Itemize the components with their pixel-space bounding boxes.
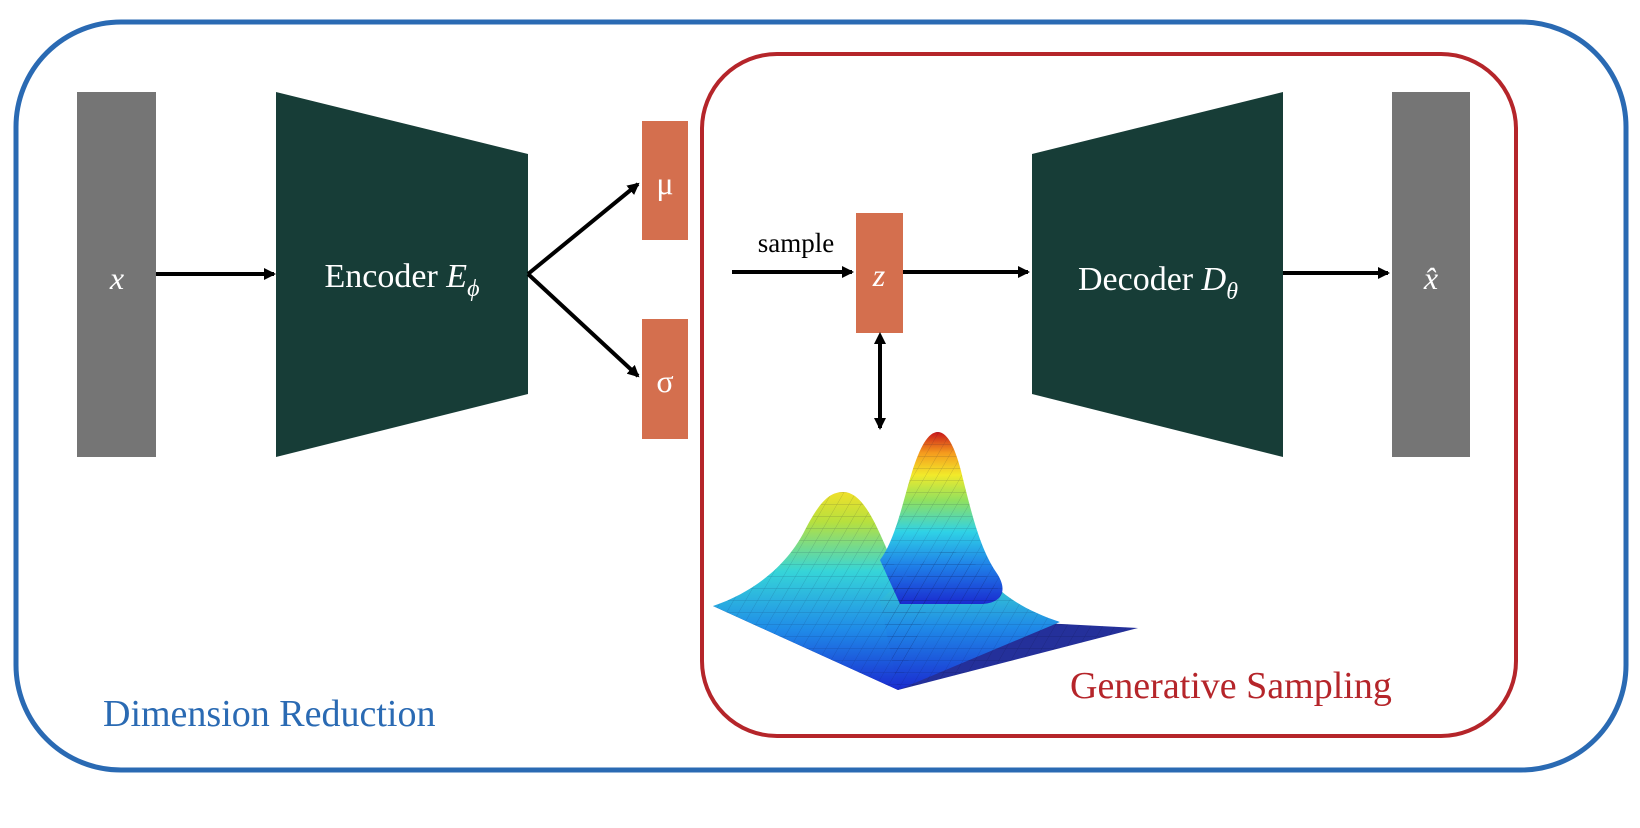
arrow-encoder-to-sigma: [526, 272, 640, 378]
input-block: [77, 92, 156, 457]
generative-sampling-region: [700, 52, 1518, 738]
sample-label: sample: [758, 228, 834, 258]
sigma-block: [642, 319, 688, 439]
output-symbol: x̂: [1423, 260, 1438, 296]
z-symbol: z: [872, 257, 886, 293]
input-symbol: x: [109, 260, 124, 296]
sigma-label: σ: [656, 363, 673, 399]
decoder-label: Decoder Dθ: [1078, 261, 1238, 305]
gaussian-surface-plot: [713, 432, 1138, 690]
output-block: [1392, 92, 1470, 457]
decoder-block: [1032, 92, 1283, 457]
mu-label: μ: [656, 165, 673, 201]
encoder-label: Encoder Eϕ: [325, 258, 480, 302]
generative-sampling-label: Generative Sampling: [1070, 665, 1392, 707]
z-block: [856, 213, 903, 333]
arrow-encoder-to-mu: [526, 182, 640, 276]
dimension-reduction-label: Dimension Reduction: [103, 693, 435, 735]
mu-block: [642, 121, 688, 240]
dimension-reduction-region: [13, 19, 1629, 773]
encoder-block: [276, 92, 528, 457]
